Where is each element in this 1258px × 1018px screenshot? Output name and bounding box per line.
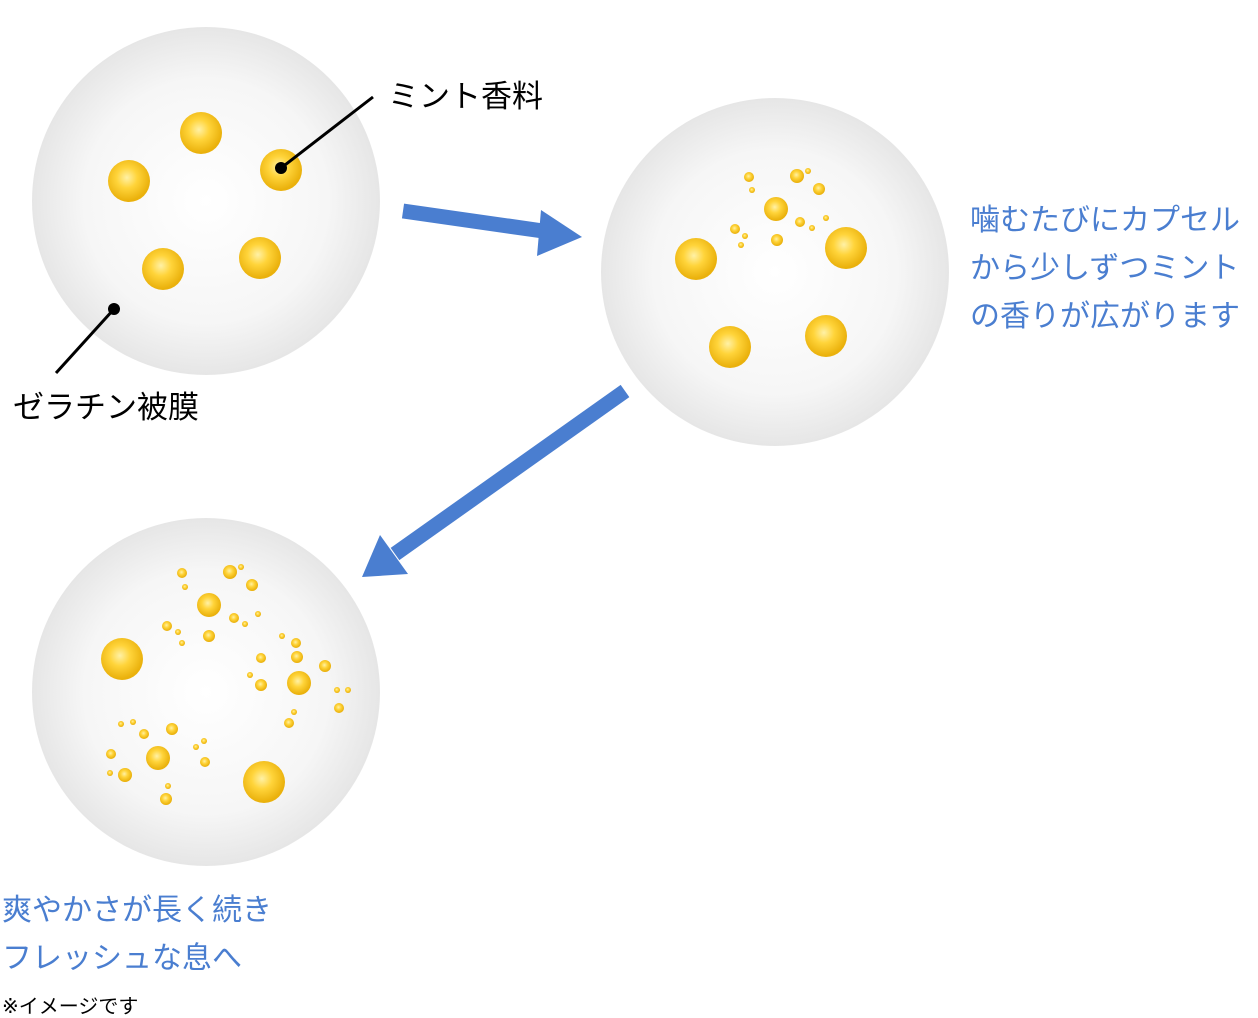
flavor-droplet — [223, 565, 237, 579]
flavor-droplet — [238, 564, 244, 570]
flavor-droplet — [175, 629, 181, 635]
flavor-droplet — [243, 761, 285, 803]
flavor-droplet — [825, 227, 867, 269]
flavor-droplet — [246, 579, 258, 591]
capsule-stage-2 — [601, 98, 949, 446]
flavor-droplet — [813, 183, 825, 195]
flavor-droplet — [255, 679, 267, 691]
flavor-droplet — [319, 660, 331, 672]
stage2-caption-line1: 噛むたびにカプセル — [970, 203, 1240, 238]
flavor-droplet — [749, 187, 755, 193]
flavor-droplet — [738, 242, 744, 248]
gelatin-film-label: ゼラチン被膜 — [13, 390, 199, 426]
flavor-droplet — [334, 687, 340, 693]
flavor-droplet — [279, 633, 285, 639]
mint-flavor-leader-dot — [275, 162, 287, 174]
flavor-droplet — [809, 225, 815, 231]
flavor-droplet — [193, 744, 199, 750]
flavor-droplet — [165, 783, 171, 789]
capsule-stage-1 — [32, 27, 380, 375]
flavor-droplet — [182, 584, 188, 590]
mint-flavor-leader-line — [280, 95, 374, 170]
gelatin-film-leader-dot — [108, 303, 120, 315]
flavor-droplet — [160, 793, 172, 805]
flavor-droplet — [742, 233, 748, 239]
flavor-droplet — [108, 160, 150, 202]
flavor-droplet — [180, 112, 222, 154]
gelatin-film-leader-line — [54, 307, 116, 375]
flavor-droplet — [179, 640, 185, 646]
mint-flavor-label: ミント香料 — [388, 79, 543, 115]
flavor-droplet — [291, 651, 303, 663]
flavor-droplet — [790, 169, 804, 183]
flavor-droplet — [795, 217, 805, 227]
flavor-droplet — [709, 326, 751, 368]
capsule-stage-3 — [32, 518, 380, 866]
flavor-droplet — [177, 568, 187, 578]
flavor-droplet — [142, 248, 184, 290]
flavor-droplet — [162, 621, 172, 631]
flavor-droplet — [106, 749, 116, 759]
flavor-droplet — [334, 703, 344, 713]
flavor-droplet — [255, 611, 261, 617]
flavor-droplet — [229, 613, 239, 623]
flavor-droplet — [239, 237, 281, 279]
flavor-droplet — [247, 672, 253, 678]
arrow-stage-2-to-3 — [362, 384, 630, 577]
flavor-droplet — [118, 721, 124, 727]
stage3-caption-line1: 爽やかさが長く続き — [2, 893, 272, 928]
flavor-droplet — [284, 718, 294, 728]
arrow-stage-1-to-2 — [401, 203, 582, 256]
image-note: ※イメージです — [2, 994, 138, 1018]
flavor-droplet — [291, 709, 297, 715]
flavor-droplet — [197, 593, 221, 617]
flavor-droplet — [805, 168, 811, 174]
flavor-droplet — [744, 172, 754, 182]
flavor-droplet — [287, 671, 311, 695]
flavor-droplet — [291, 638, 301, 648]
flavor-droplet — [764, 197, 788, 221]
stage2-caption-line3: の香りが広がります — [970, 299, 1240, 334]
flavor-droplet — [771, 234, 783, 246]
stage2-caption-line2: から少しずつミント — [970, 251, 1239, 286]
stage3-caption-line2: フレッシュな息へ — [2, 941, 242, 976]
flavor-droplet — [166, 723, 178, 735]
flavor-droplet — [823, 215, 829, 221]
flavor-droplet — [146, 746, 170, 770]
flavor-droplet — [107, 770, 113, 776]
flavor-droplet — [130, 719, 136, 725]
flavor-droplet — [101, 638, 143, 680]
flavor-droplet — [203, 630, 215, 642]
flavor-droplet — [201, 738, 207, 744]
flavor-droplet — [200, 757, 210, 767]
flavor-droplet — [139, 729, 149, 739]
flavor-droplet — [675, 238, 717, 280]
flavor-droplet — [242, 621, 248, 627]
flavor-droplet — [256, 653, 266, 663]
flavor-droplet — [730, 224, 740, 234]
flavor-droplet — [345, 687, 351, 693]
flavor-droplets — [101, 112, 867, 805]
flavor-droplet — [805, 315, 847, 357]
flavor-droplet — [118, 768, 132, 782]
